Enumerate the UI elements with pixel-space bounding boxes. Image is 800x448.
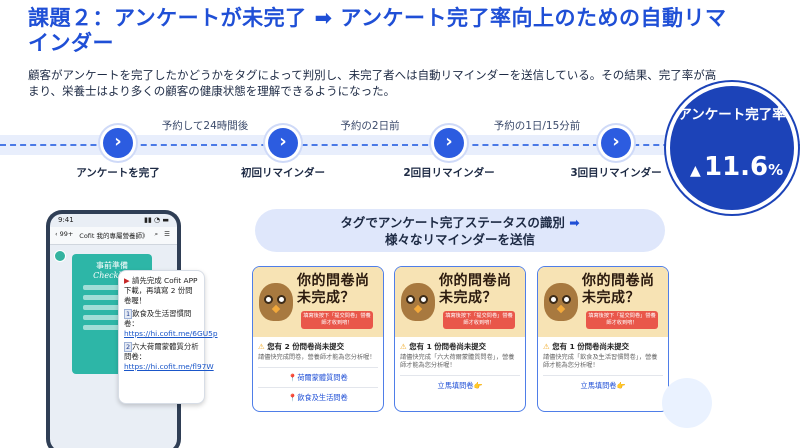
flag-icon: ▶ [124,276,130,285]
pointing-hand-icon: 👉 [473,381,483,390]
arrow-right-icon: ➡ [569,215,580,230]
page-title: 課題２：アンケートが未完了 ➡ アンケート完了率向上のための自動リマインダー [28,6,727,55]
back-button[interactable]: ‹ 99+ [55,230,74,238]
timeline-step: 2回目リマインダー [403,167,495,179]
fill-survey-button[interactable]: 立馬填問卷👉 [395,379,525,392]
link-label: 飲食及生活問卷 [297,393,348,402]
rate-number: 11.6 [704,152,769,182]
arrow-up-icon: ▲ [690,163,701,179]
card-notice: ⚠ 您有 1 份問卷尚未提交 [395,337,525,352]
banner-ribbon: 填寫後按下「提交問卷」營養師才收到唷！ [301,311,373,329]
chevron-right-icon: › [601,128,631,158]
divider [258,367,378,368]
number-badge: 2 [124,342,133,352]
chat-title: Cofit 我的專屬營養師》 [79,232,149,240]
timeline-interval: 予約の2日前 [340,120,400,132]
reminder-card: 你的問卷尚未完成？ 填寫後按下「提交問卷」營養師才收到唷！ ⚠ 您有 2 份問卷… [252,266,384,412]
chevron-right-icon: › [434,128,464,158]
checklist-line [83,325,141,330]
warning-icon: ⚠ [543,342,550,351]
rate-label: アンケート完了率 [678,107,786,123]
survey-link-button[interactable]: 📍荷爾蒙體質問卷 [253,371,383,384]
card-notice: ⚠ 您有 2 份問卷尚未提交 [253,337,383,352]
message-item: 六大荷爾蒙體質分析問卷： [124,342,199,361]
card-text: 請儘快完成問卷，營養師才能為您分析喔！ [258,354,376,361]
banner-ribbon: 填寫後按下「提交問卷」營養師才收到唷！ [443,311,515,329]
timeline-step: 3回目リマインダー [570,167,662,179]
timeline-interval: 予約して24時間後 [161,120,249,132]
checklist-line [83,295,141,300]
survey-link-button[interactable]: 📍飲食及生活問卷 [253,391,383,404]
chevron-right-icon: › [103,128,133,158]
survey-link[interactable]: https://hi.cofit.me/6GU5p [124,329,218,338]
pin-icon: 📍 [288,373,298,382]
link-label: 荷爾蒙體質問卷 [297,373,348,382]
checklist-line [83,315,141,320]
avatar [54,250,66,262]
menu-icon[interactable]: ⌕ ☰ [154,230,172,238]
warning-icon: ⚠ [258,342,265,351]
owl-icon [544,283,578,321]
timeline-step: アンケートを完了 [76,167,160,179]
pin-icon: 📍 [288,393,298,402]
checklist-line [83,305,141,310]
reminder-card: 你的問卷尚未完成？ 填寫後按下「提交問卷」營養師才收到唷！ ⚠ 您有 1 份問卷… [394,266,526,412]
reminder-card: 你的問卷尚未完成？ 填寫後按下「提交問卷」營養師才收到唷！ ⚠ 您有 1 份問卷… [537,266,669,412]
card-banner: 你的問卷尚未完成？ 填寫後按下「提交問卷」營養師才收到唷！ [395,267,525,337]
checklist-line [83,285,141,290]
checklist-subtitle: Checklist [93,271,131,280]
card-notice: ⚠ 您有 1 份問卷尚未提交 [538,337,668,352]
chevron-right-icon: › [268,128,298,158]
status-time: 9:41 [58,216,74,224]
card-banner: 你的問卷尚未完成？ 填寫後按下「提交問卷」營養師才收到唷！ [538,267,668,337]
number-badge: 1 [124,309,133,319]
fill-survey-button[interactable]: 立馬填問卷👉 [538,379,668,392]
owl-icon [401,283,435,321]
card-text: 請儘快完成「飲食及生活習慣問卷」，營養師才能為您分析喔！ [543,354,658,369]
link-label: 立馬填問卷 [580,381,617,390]
notice-text: 您有 2 份問卷尚未提交 [267,342,345,351]
card-banner: 你的問卷尚未完成？ 填寫後按下「提交問卷」營養師才收到唷！ [253,267,383,337]
rate-unit: % [768,161,784,179]
status-bar: 9:41 ▮▮ ◔ ▬ [50,214,177,227]
divider [258,387,378,388]
survey-link[interactable]: https://hi.cofit.me/fl97W [124,362,214,371]
banner-title: 你的問卷尚未完成？ [582,273,655,306]
tag-box-line2: 様々なリマインダーを送信 [384,232,535,247]
banner-ribbon: 填寫後按下「提交問卷」營養師才收到唷！ [586,311,658,329]
notice-text: 您有 1 份問卷尚未提交 [409,342,487,351]
rate-value: 11.6% [704,152,783,182]
checklist-title: 事前準備 [96,261,128,270]
warning-icon: ⚠ [400,342,407,351]
notice-text: 您有 1 份問卷尚未提交 [552,342,630,351]
timeline-line [0,144,800,146]
banner-title: 你的問卷尚未完成？ [439,273,512,306]
signal-icon: ▮▮ ◔ ▬ [144,216,169,224]
timeline-step: 初回リマインダー [241,167,325,179]
page-description: 顧客がアンケートを完了したかどうかをタグによって判別し、未完了者へは自動リマイン… [28,68,717,98]
timeline-interval: 予約の1日/15分前 [493,120,581,132]
completion-rate-badge: アンケート完了率 ▲ 11.6% [666,82,798,214]
chat-header: ‹ 99+ Cofit 我的專屬營養師》 ⌕ ☰ [50,227,177,245]
message-item: 飲食及生活習慣問卷： [124,309,192,328]
pointing-hand-icon: 👉 [616,381,626,390]
divider [400,375,520,376]
decorative-circle [662,378,712,428]
card-text: 請儘快完成「六大荷爾蒙體質問卷」，營養師才能為您分析喔！ [400,354,515,369]
owl-icon [259,283,293,321]
banner-title: 你的問卷尚未完成？ [297,273,370,306]
tag-box-line1: タグでアンケート完了ステータスの識別 [340,215,565,230]
tag-reminder-box: タグでアンケート完了ステータスの識別 ➡ 様々なリマインダーを送信 [255,209,665,252]
divider [543,375,663,376]
link-label: 立馬填問卷 [437,381,474,390]
message-intro: 請先完成 Cofit APP 下載，再填寫 2 份問卷喔！ [124,276,198,305]
